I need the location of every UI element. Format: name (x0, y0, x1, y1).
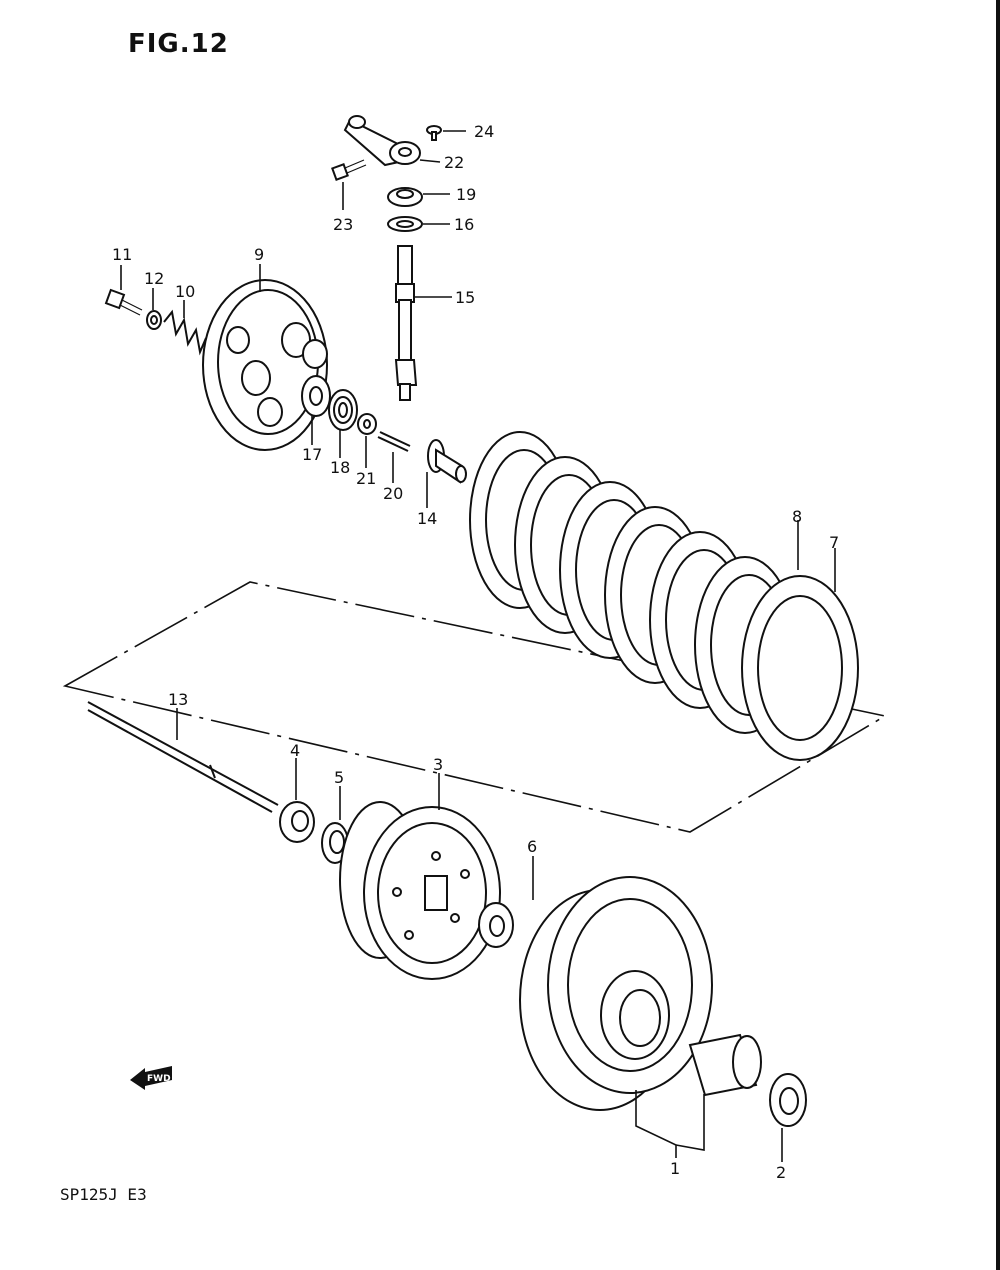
callout-9: 9 (254, 245, 264, 264)
adjusting-screw[interactable] (377, 431, 411, 452)
fwd-label: FWD (147, 1074, 171, 1084)
oil-seal[interactable] (387, 187, 423, 207)
callout-11: 11 (112, 245, 132, 264)
clutch-spring[interactable] (163, 309, 207, 356)
release-camshaft[interactable] (394, 245, 418, 401)
figure-title: FIG.12 (128, 29, 229, 59)
callout-19: 19 (456, 185, 476, 204)
callout-12: 12 (144, 269, 164, 288)
callout-22: 22 (444, 153, 464, 172)
nut-4[interactable] (279, 801, 315, 843)
callout-6: 6 (527, 837, 537, 856)
bolt-23[interactable] (331, 159, 367, 181)
clutch-plate-stack[interactable] (469, 431, 859, 761)
callout-5: 5 (334, 768, 344, 787)
page-edge (996, 0, 1000, 1270)
push-rod[interactable] (87, 701, 279, 813)
callout-24: 24 (474, 122, 494, 141)
callout-15: 15 (455, 288, 475, 307)
callout-13: 13 (168, 690, 188, 709)
bearing[interactable] (328, 389, 358, 431)
pressure-plate[interactable] (202, 279, 328, 451)
nut-21[interactable] (357, 413, 377, 435)
push-piece[interactable] (427, 439, 467, 484)
bolt-11[interactable] (104, 288, 143, 316)
clutch-housing[interactable] (519, 876, 762, 1111)
callout-3: 3 (433, 755, 443, 774)
callout-2: 2 (776, 1163, 786, 1182)
washer-6[interactable] (478, 902, 514, 948)
callout-8: 8 (792, 507, 802, 526)
assembly-boundary (62, 581, 888, 833)
thrust-washer[interactable] (769, 1073, 807, 1127)
clutch-sleeve-hub[interactable] (339, 801, 501, 980)
callout-18: 18 (330, 458, 350, 477)
forward-direction-icon: FWD (130, 1066, 172, 1090)
callout-4: 4 (290, 741, 300, 760)
washer-16[interactable] (387, 216, 423, 232)
callout-21: 21 (356, 469, 376, 488)
callout-16: 16 (454, 215, 474, 234)
callout-7: 7 (829, 533, 839, 552)
callout-23: 23 (333, 215, 353, 234)
callout-17: 17 (302, 445, 322, 464)
model-code: SP125J E3 (60, 1185, 147, 1204)
release-arm[interactable] (343, 115, 421, 167)
washer-12[interactable] (146, 310, 162, 330)
screw[interactable] (426, 125, 442, 141)
callout-10: 10 (175, 282, 195, 301)
washer-17[interactable] (301, 375, 331, 417)
callout-14: 14 (417, 509, 437, 528)
callout-20: 20 (383, 484, 403, 503)
callout-1: 1 (670, 1159, 680, 1178)
